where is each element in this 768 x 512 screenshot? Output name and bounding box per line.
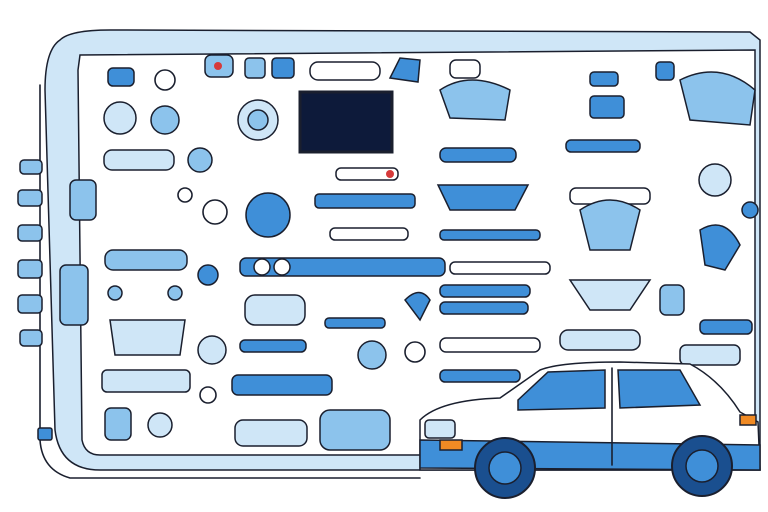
car xyxy=(419,361,761,499)
left-column-parts xyxy=(59,99,391,451)
right-column-parts xyxy=(439,71,759,366)
top-row-parts xyxy=(107,54,675,91)
front-wheel-icon xyxy=(474,437,536,499)
display-screen xyxy=(298,90,394,154)
middle-parts xyxy=(239,139,652,383)
rear-wheel-icon xyxy=(671,435,733,497)
